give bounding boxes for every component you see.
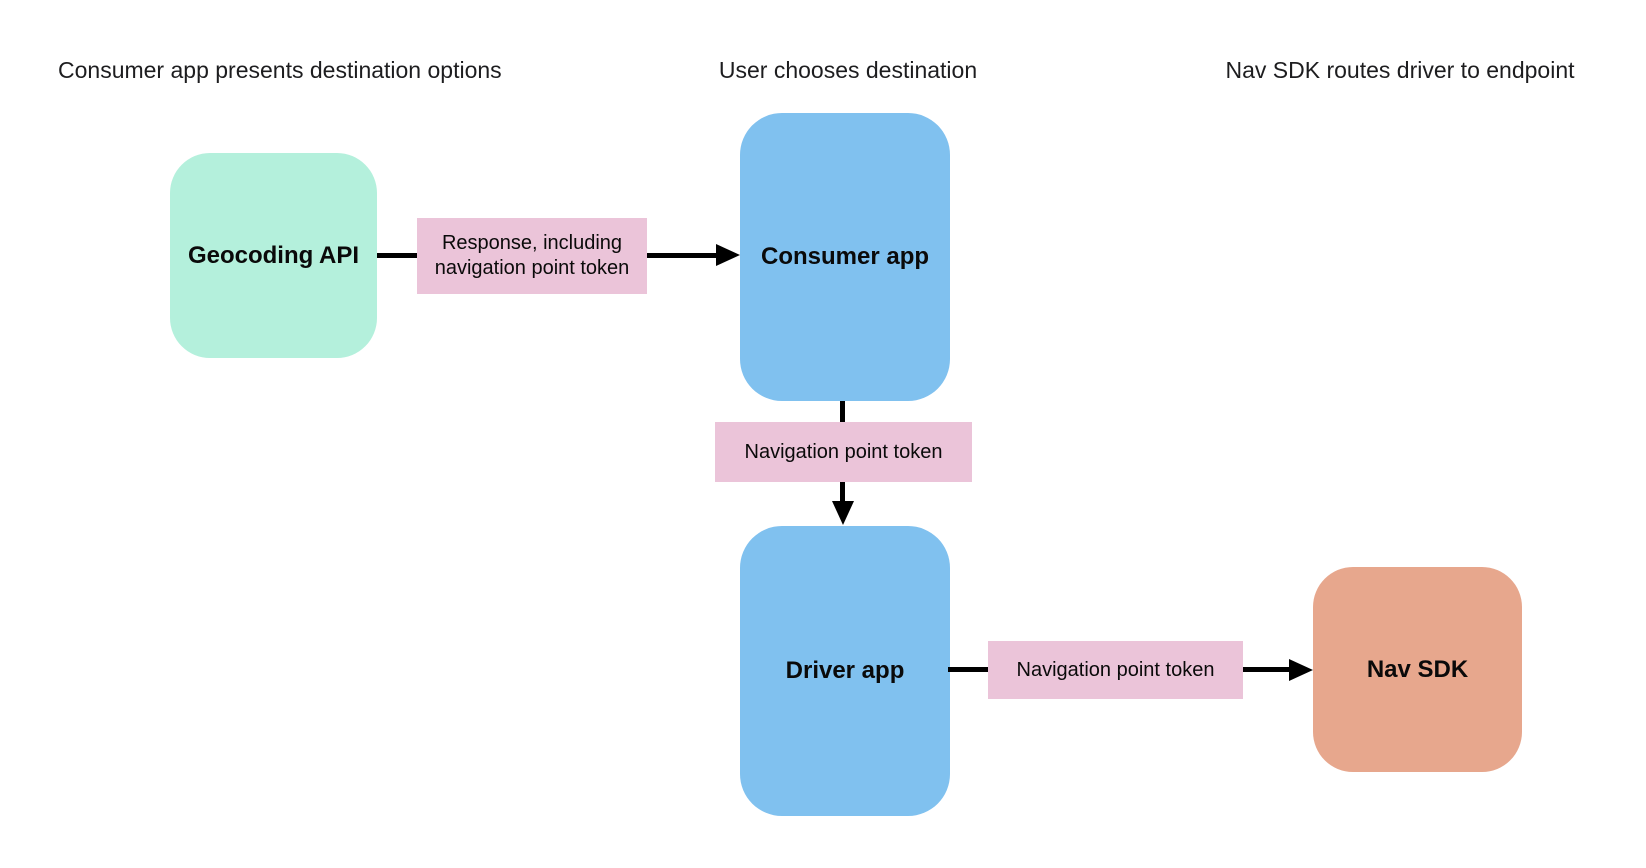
edge-label-navigation-point-token-driver-to-navsdk: Navigation point token [988,641,1243,699]
arrow-line-label-to-navsdk [1243,667,1292,672]
arrow-line-label-to-consumer [647,253,719,258]
node-nav-sdk-label: Nav SDK [1366,655,1469,683]
arrow-line-geocoding-to-label [377,253,417,258]
heading-nav-sdk-routes-driver-to-endpoint: Nav SDK routes driver to endpoint [1225,57,1575,83]
node-geocoding-api: Geocoding API [170,153,377,358]
edge-label-navigation-point-token-consumer-to-driver: Navigation point token [715,422,972,482]
heading-user-chooses-destination: User chooses destination [718,57,978,83]
node-nav-sdk: Nav SDK [1313,567,1522,772]
arrow-line-driver-to-label [948,667,988,672]
heading-consumer-app-presents-destination-options: Consumer app presents destination option… [58,57,502,83]
arrowhead-right-icon [716,244,740,266]
node-driver-app-label: Driver app [785,657,905,684]
arrow-line-consumer-to-label [840,401,845,422]
node-consumer-app-label: Consumer app [760,243,930,270]
node-driver-app: Driver app [740,526,950,816]
arrowhead-right-icon [1289,659,1313,681]
edge-label-response-including-navigation-point-token: Response, including navigation point tok… [417,218,647,294]
arrowhead-down-icon [832,501,854,525]
arrow-line-label-to-driver [840,482,845,505]
node-geocoding-api-label: Geocoding API [187,241,360,269]
node-consumer-app: Consumer app [740,113,950,401]
